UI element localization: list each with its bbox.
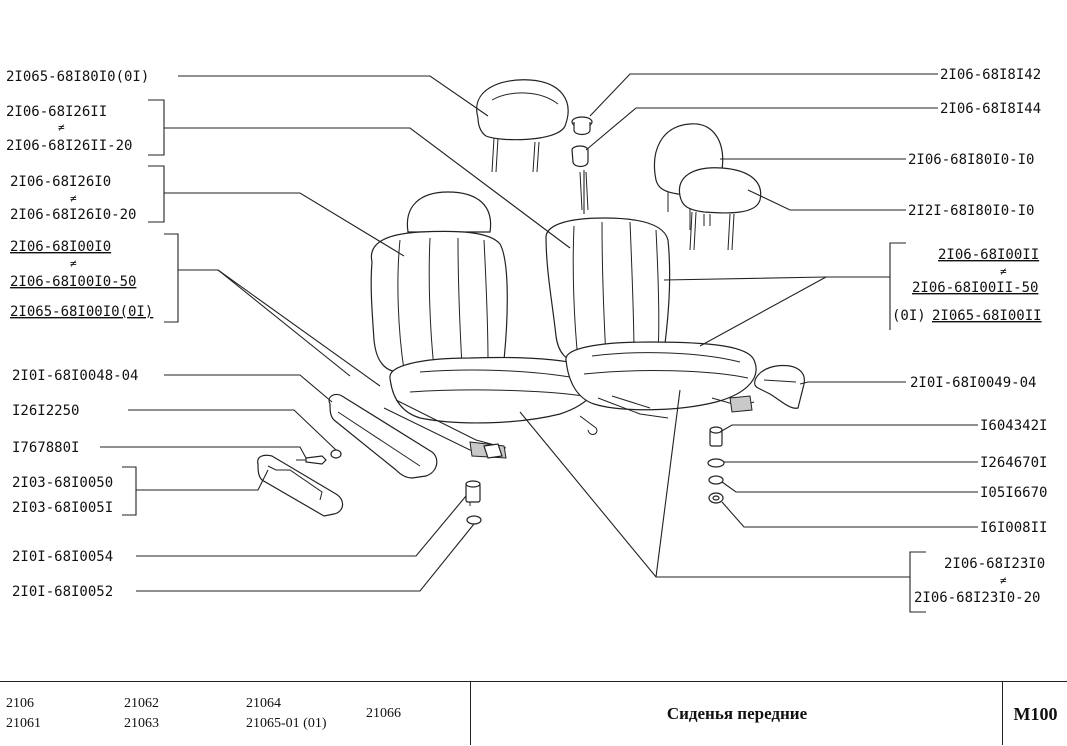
title-block: 2106 21061 21062 21063 21064 21065-01 (0… [0, 681, 1067, 745]
side-trim-left-drawing [328, 393, 438, 479]
part-label: 2I03-68I0050 [12, 475, 113, 491]
part-label: 2I065-68I80I0(0I) [6, 69, 149, 85]
part-label: I26I2250 [12, 403, 79, 419]
part-label: 2I06-68I00I0 [10, 239, 111, 255]
side-trim-right-drawing [754, 364, 805, 409]
seat-lever-drawing [257, 454, 344, 517]
part-label: 2I03-68I005I [12, 500, 113, 516]
label-brackets [122, 99, 926, 613]
not-equal-icon: ≠ [1000, 574, 1007, 587]
model-code: 21061 [6, 716, 41, 731]
part-label: 2I065-68I00I0(0I) [10, 304, 153, 320]
part-label: 2I0I-68I0052 [12, 584, 113, 600]
model-code: 21062 [124, 696, 159, 711]
part-label: 2I0I-68I0049-04 [910, 375, 1036, 391]
model-code: 21063 [124, 716, 159, 731]
part-label: I05I6670 [980, 485, 1047, 501]
part-label: (0I) [892, 308, 926, 324]
model-code: 21065-01 (01) [246, 716, 327, 731]
part-label: 2I06-68I23I0 [944, 556, 1045, 572]
fasteners-drawing [296, 426, 725, 525]
model-code: 2106 [6, 696, 34, 711]
not-equal-icon: ≠ [70, 192, 77, 205]
part-label: 2I0I-68I0054 [12, 549, 113, 565]
part-label: 2I065-68I00II [932, 308, 1042, 324]
part-label: I6I008II [980, 520, 1047, 536]
left-seat-drawing [370, 191, 598, 459]
not-equal-icon: ≠ [70, 257, 77, 270]
part-label: 2I06-68I26II-20 [6, 138, 132, 154]
part-label: 2I0I-68I0048-04 [12, 368, 138, 384]
headrest-drawing [476, 79, 569, 173]
grommet-drawing [571, 116, 593, 211]
part-label: 2I06-68I00II [938, 247, 1039, 263]
part-label: I264670I [980, 455, 1047, 471]
sheet-code: M100 [1013, 703, 1058, 724]
part-label: 2I06-68I23I0-20 [914, 590, 1040, 606]
part-label: 2I06-68I26I0-20 [10, 207, 136, 223]
part-label: 2I06-68I8I42 [940, 67, 1041, 83]
part-label: 2I06-68I8I44 [940, 101, 1041, 117]
part-label: 2I06-68I80I0-I0 [908, 152, 1034, 168]
right-seat-drawing [545, 217, 757, 419]
part-label: 2I06-68I00II-50 [912, 280, 1038, 296]
headrest-pair-drawing [653, 123, 762, 251]
parts-diagram: 2I065-68I80I0(0I) 2I06-68I26II ≠ 2I06-68… [6, 67, 1047, 613]
part-label: 2I06-68I26II [6, 104, 107, 120]
not-equal-icon: ≠ [1000, 265, 1007, 278]
model-code: 21066 [366, 706, 401, 721]
model-code: 21064 [246, 696, 281, 711]
not-equal-icon: ≠ [58, 121, 65, 134]
part-label: 2I2I-68I80I0-I0 [908, 203, 1034, 219]
part-label: I604342I [980, 418, 1047, 434]
part-label: 2I06-68I26I0 [10, 174, 111, 190]
part-label: 2I06-68I00I0-50 [10, 274, 136, 290]
leader-lines [100, 73, 978, 592]
part-label: I767880I [12, 440, 79, 456]
sheet-title: Сиденья передние [666, 704, 808, 723]
